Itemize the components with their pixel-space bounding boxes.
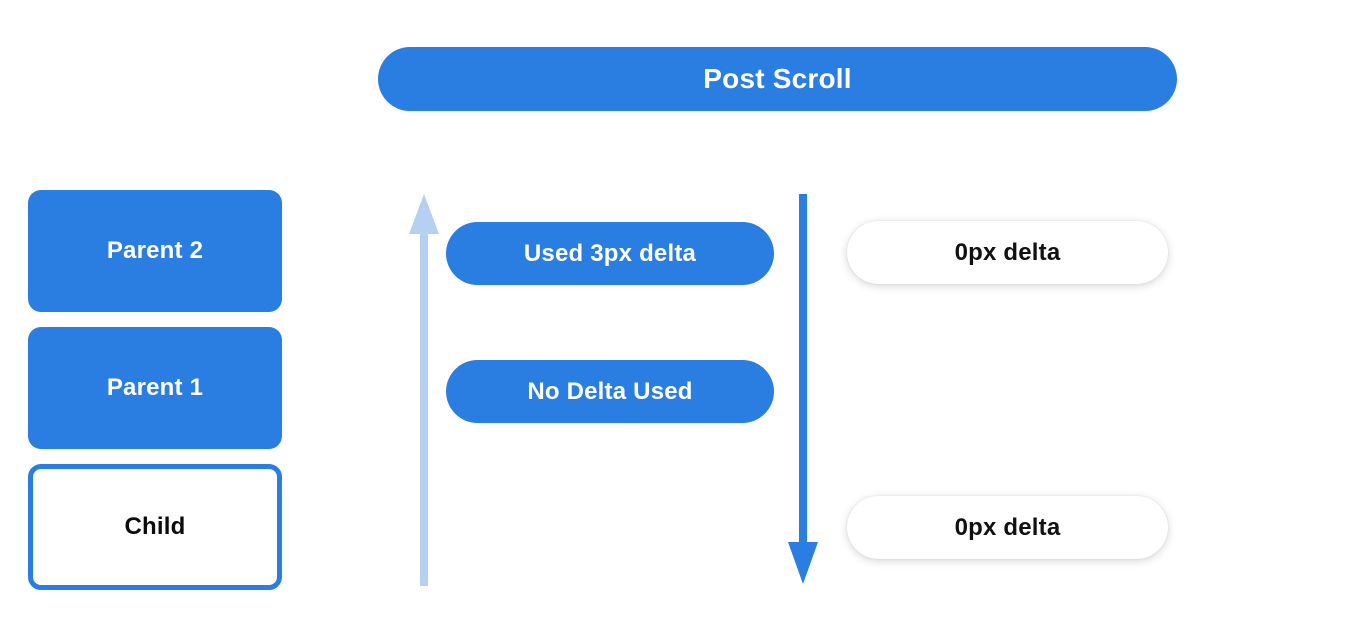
post-scroll-header-label: Post Scroll — [703, 63, 852, 94]
box-parent-1: Parent 1 — [28, 327, 282, 449]
pill-0px-delta-bottom: 0px delta — [847, 496, 1168, 559]
pill-no-delta-used: No Delta Used — [446, 360, 774, 423]
scroll-down-arrow-icon — [788, 194, 818, 584]
box-parent-2: Parent 2 — [28, 190, 282, 312]
post-scroll-header: Post Scroll — [378, 47, 1177, 111]
pill-0px-delta-top: 0px delta — [847, 221, 1168, 284]
pill-used-3px-delta-label: Used 3px delta — [523, 239, 697, 267]
pill-0px-delta-top-label: 0px delta — [954, 238, 1061, 266]
box-child-label: Child — [124, 513, 186, 540]
scroll-up-arrow-icon — [409, 194, 439, 586]
pill-no-delta-used-label: No Delta Used — [527, 377, 693, 405]
box-parent-1-label: Parent 1 — [106, 374, 204, 401]
box-parent-2-label: Parent 2 — [106, 237, 204, 264]
pill-0px-delta-bottom-label: 0px delta — [954, 513, 1061, 541]
pill-used-3px-delta: Used 3px delta — [446, 222, 774, 285]
box-child: Child — [28, 464, 282, 590]
